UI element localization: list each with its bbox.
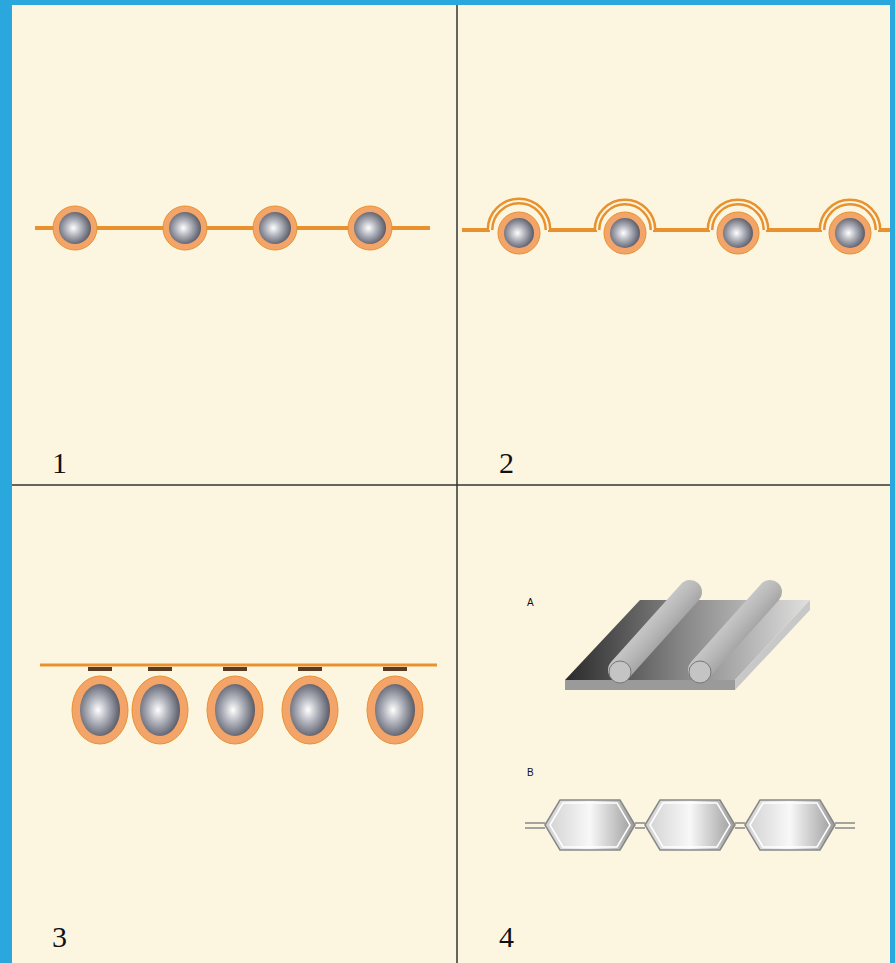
panel-4b-hexagons [525, 800, 855, 850]
ground [12, 5, 890, 963]
panel-number: 3 [52, 922, 67, 952]
panel-1-fibers [35, 206, 430, 250]
panel-number: 2 [499, 448, 514, 478]
panel-4a-slab [565, 592, 810, 690]
panel-3-fibers [40, 665, 437, 744]
part-letter: A [527, 598, 534, 608]
panel-number: 4 [499, 922, 514, 952]
divider [456, 5, 458, 963]
part-letter: B [527, 768, 534, 778]
divider [12, 484, 890, 486]
panel-2-fibers [462, 201, 890, 254]
panel-number: 1 [52, 448, 67, 478]
